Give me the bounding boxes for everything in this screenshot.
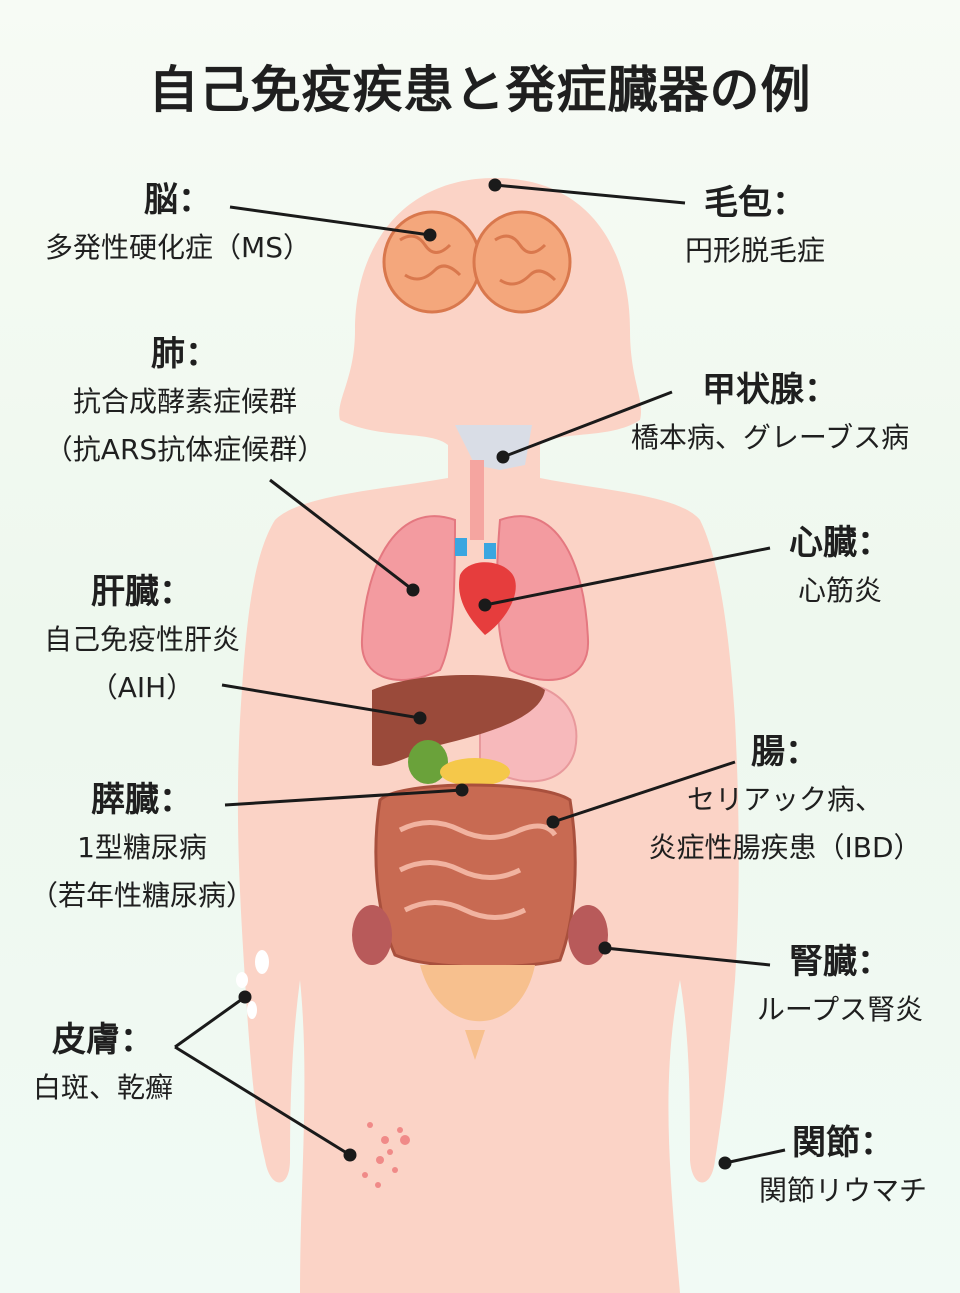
- label-text: 炎症性腸疾患（IBD）: [648, 831, 922, 864]
- brain-organ: [382, 210, 572, 314]
- label-text: 白斑、乾癬: [32, 1071, 174, 1104]
- label-heading: 心臓：: [789, 523, 891, 563]
- label-heading: 毛包：: [703, 183, 806, 223]
- label-text: （抗ARS抗体症候群）: [44, 433, 326, 466]
- page-title: 自己免疫疾患と発症臓器の例: [148, 61, 812, 119]
- label-skin: 皮膚： 白斑、乾癬: [33, 1016, 173, 1112]
- label-heading: 膵臓：: [90, 780, 193, 820]
- leader-lines: [174, 178, 786, 1170]
- label-text: 自己免疫性肝炎: [43, 623, 241, 656]
- label-text: 1型糖尿病: [77, 831, 207, 864]
- label-heading: 肺：: [150, 334, 219, 374]
- gallbladder: [408, 740, 448, 784]
- label-heading: 腎臓：: [788, 942, 891, 982]
- left-lung: [360, 515, 457, 681]
- label-text: 関節リウマチ: [758, 1174, 928, 1207]
- right-kidney: [568, 905, 608, 965]
- pancreas-organ: [440, 758, 510, 786]
- label-joint: 関節： 関節リウマチ: [759, 1119, 927, 1215]
- label-text: （AIH）: [89, 671, 195, 704]
- label-heading: 肝臓：: [90, 572, 193, 612]
- bladder-organ: [420, 965, 535, 1022]
- label-text: 円形脱毛症: [684, 234, 826, 267]
- skin-vitiligo-patches: [236, 950, 269, 1019]
- skin-psoriasis-spots: [362, 1122, 410, 1188]
- label-lung: 肺： 抗合成酵素症候群 （抗ARS抗体症候群）: [45, 330, 325, 474]
- trachea: [470, 460, 484, 540]
- label-text: （若年性糖尿病）: [29, 879, 255, 912]
- label-heading: 脳：: [144, 180, 212, 220]
- label-thyroid: 甲状腺： 橋本病、グレーブス病: [631, 366, 909, 462]
- label-heading: 皮膚：: [51, 1020, 154, 1060]
- label-heading: 関節：: [791, 1123, 894, 1163]
- left-kidney: [352, 905, 392, 965]
- label-heading: 腸：: [751, 732, 819, 772]
- label-text: 心筋炎: [797, 574, 882, 607]
- label-text: セリアック病、: [686, 783, 883, 816]
- label-brain: 脳： 多発性硬化症（MS）: [45, 176, 311, 272]
- label-text: ループス腎炎: [756, 993, 924, 1026]
- thyroid-organ: [455, 425, 532, 470]
- heart-organ: [459, 562, 516, 635]
- label-heart: 心臓： 心筋炎: [789, 519, 891, 615]
- label-liver: 肝臓： 自己免疫性肝炎 （AIH）: [44, 568, 240, 712]
- label-pancreas: 膵臓： 1型糖尿病 （若年性糖尿病）: [30, 776, 254, 920]
- label-hair: 毛包： 円形脱毛症: [685, 179, 825, 275]
- label-text: 抗合成酵素症候群: [72, 385, 298, 418]
- label-heading: 甲状腺：: [701, 370, 838, 410]
- label-intestine: 腸： セリアック病、 炎症性腸疾患（IBD）: [648, 728, 921, 872]
- label-text: 多発性硬化症（MS）: [45, 231, 311, 264]
- liver-organ: [372, 675, 545, 766]
- label-kidney: 腎臓： ループス腎炎: [757, 938, 923, 1034]
- label-text: 橋本病、グレーブス病: [630, 421, 910, 454]
